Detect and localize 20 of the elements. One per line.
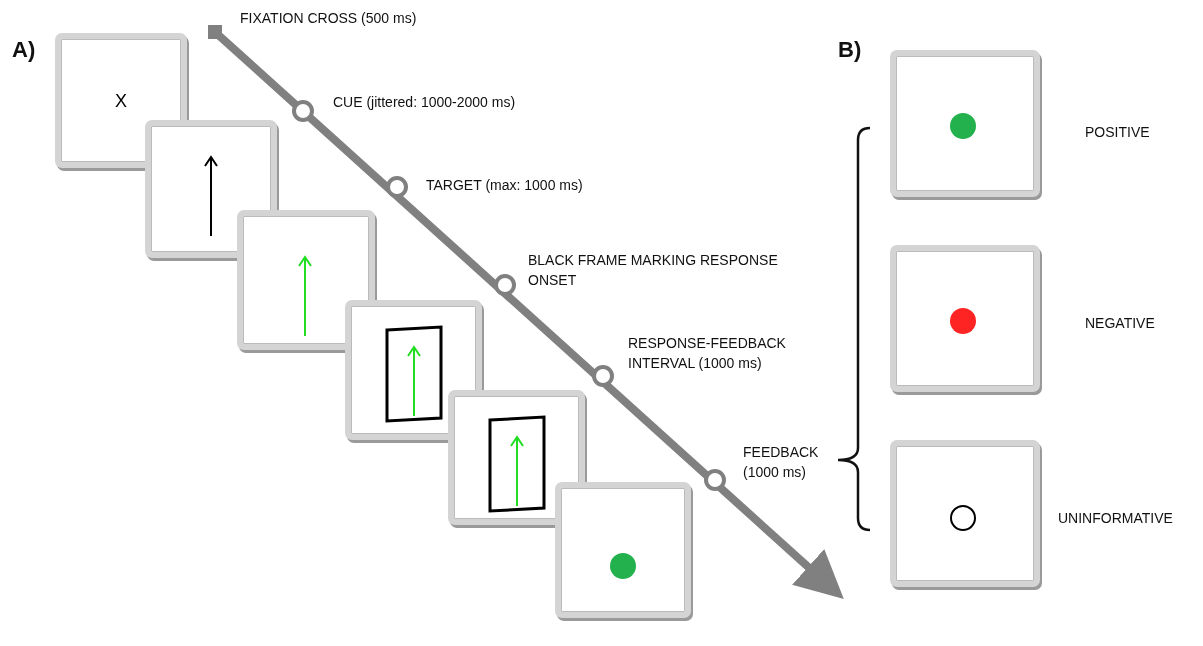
timeline-label: CUE (jittered: 1000-2000 ms) bbox=[333, 93, 516, 112]
screen-frame bbox=[345, 300, 482, 440]
screen-frame bbox=[890, 440, 1040, 587]
feedback-type-label: NEGATIVE bbox=[1085, 314, 1155, 333]
screen-frame bbox=[448, 390, 585, 525]
timeline-label: FIXATION CROSS (500 ms) bbox=[240, 9, 417, 28]
panel-label: A) bbox=[12, 40, 36, 60]
feedback-type-label: POSITIVE bbox=[1085, 123, 1150, 142]
feedback-type-label: UNINFORMATIVE bbox=[1058, 509, 1173, 528]
screen-frame bbox=[555, 482, 691, 618]
timeline-label: RESPONSE-FEEDBACK INTERVAL (1000 ms) bbox=[628, 334, 787, 373]
panel-label: B) bbox=[838, 40, 862, 60]
timeline-label: TARGET (max: 1000 ms) bbox=[426, 176, 583, 195]
screen-frame bbox=[237, 210, 375, 350]
timeline-label: FEEDBACK (1000 ms) bbox=[743, 443, 820, 482]
screen-frame bbox=[890, 50, 1040, 197]
screen-frame bbox=[145, 120, 277, 258]
screen-frame bbox=[890, 245, 1040, 392]
fixation-cross: X bbox=[114, 90, 128, 111]
timeline-label: BLACK FRAME MARKING RESPONSE ONSET bbox=[528, 251, 779, 290]
